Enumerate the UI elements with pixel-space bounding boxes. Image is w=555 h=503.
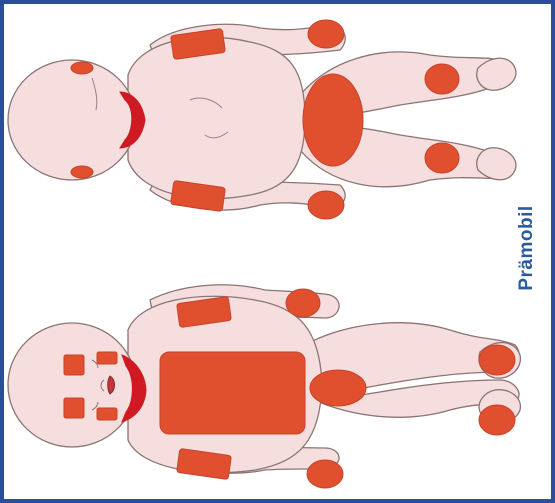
front-knee-top bbox=[479, 345, 515, 375]
belly-area bbox=[310, 370, 366, 406]
back-knee-top bbox=[425, 64, 459, 94]
back-elbow-top bbox=[308, 20, 344, 48]
front-wrist-bottom bbox=[307, 460, 343, 488]
back-ear-bottom bbox=[71, 166, 93, 178]
cheek-mark-top bbox=[97, 352, 117, 364]
cheek-mark-bottom bbox=[97, 408, 117, 420]
chest-area bbox=[160, 352, 305, 434]
back-knee-bottom bbox=[425, 143, 459, 173]
back-torso bbox=[128, 37, 305, 199]
back-ear-top bbox=[71, 62, 93, 74]
front-wrist-top bbox=[286, 289, 320, 317]
front-head bbox=[8, 323, 136, 447]
front-knee-bottom bbox=[479, 405, 515, 435]
back-head bbox=[8, 60, 136, 180]
back-sacrum bbox=[303, 74, 363, 166]
back-elbow-bottom bbox=[308, 191, 344, 219]
forehead-mark-bottom bbox=[64, 398, 84, 418]
stage-label-text: Prämobil bbox=[516, 205, 538, 290]
forehead-mark-top bbox=[64, 355, 84, 375]
